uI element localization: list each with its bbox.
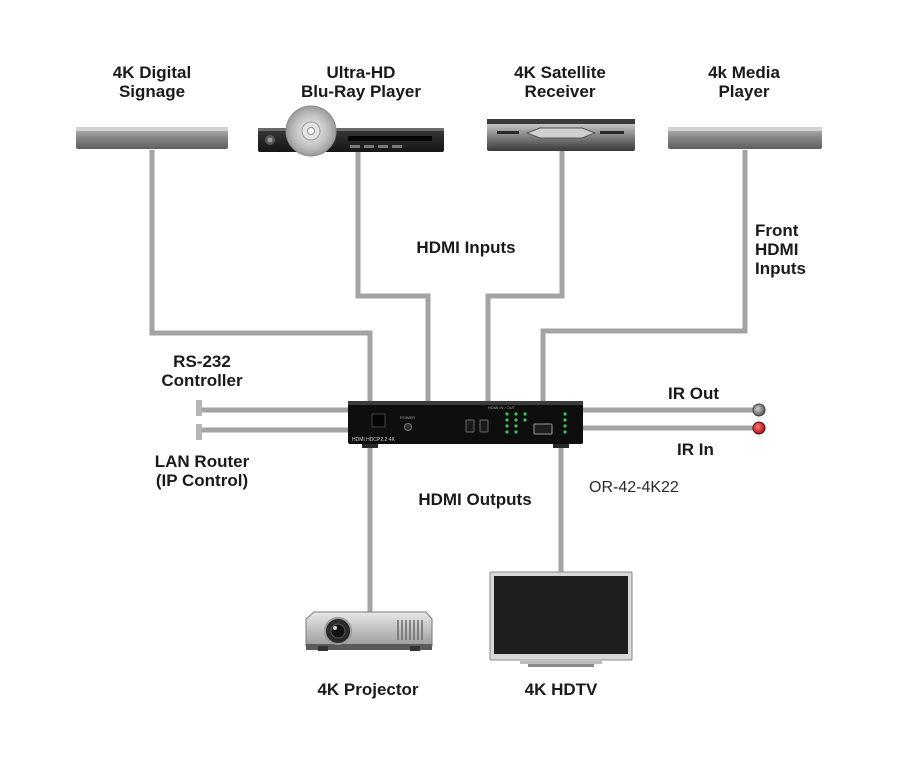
satellite-label: 4K Satellite Receiver bbox=[490, 63, 630, 101]
hdtv-label: 4K HDTV bbox=[524, 680, 598, 699]
cable-media-player-to-device bbox=[540, 150, 748, 415]
front-hdmi-inputs-line1: Front bbox=[755, 221, 799, 240]
bluray-player-device bbox=[258, 105, 444, 157]
cable-signage-to-device bbox=[149, 150, 373, 401]
power-button bbox=[404, 423, 412, 431]
media-player-label: 4k Media Player bbox=[676, 63, 812, 101]
signage-label-line2: Signage bbox=[118, 82, 186, 101]
device-model-label: OR-42-4K22 bbox=[589, 479, 679, 496]
front-hdmi-port bbox=[533, 423, 553, 435]
satellite-label-line1: 4K Satellite bbox=[514, 63, 606, 82]
status-leds bbox=[505, 412, 567, 434]
device-foot-right bbox=[553, 444, 569, 448]
satellite-label-line2: Receiver bbox=[524, 82, 596, 101]
signage-label: 4K Digital Signage bbox=[88, 63, 216, 101]
rs232-label: RS-232 Controller bbox=[146, 352, 258, 390]
tv-screen bbox=[494, 576, 628, 654]
brand-text: HDMI HDCP2.2 4K bbox=[352, 437, 395, 443]
lan-label-line2: (IP Control) bbox=[155, 471, 249, 490]
satellite-receiver-device bbox=[487, 119, 635, 151]
lan-label: LAN Router (IP Control) bbox=[140, 452, 264, 490]
signage-label-line1: 4K Digital bbox=[112, 63, 192, 82]
digital-signage-device bbox=[76, 127, 228, 149]
ir-window bbox=[371, 413, 386, 428]
media-player-label-line1: 4k Media bbox=[708, 63, 780, 82]
cables bbox=[149, 150, 756, 612]
front-hdmi-inputs-label: Front HDMI Inputs bbox=[755, 221, 806, 278]
hdmi-inputs-label: HDMI Inputs bbox=[416, 238, 516, 257]
bluray-label-line1: Ultra-HD bbox=[326, 63, 396, 82]
io-label: HDMI IN / OUT bbox=[488, 405, 516, 410]
media-player-device bbox=[668, 127, 822, 149]
rs232-label-line2: Controller bbox=[161, 371, 243, 390]
cable-bluray-to-device bbox=[355, 150, 431, 401]
bluray-label: Ultra-HD Blu-Ray Player bbox=[286, 63, 436, 101]
projector-device bbox=[305, 611, 433, 651]
lan-label-line1: LAN Router bbox=[154, 452, 250, 471]
rs232-connector-end bbox=[196, 400, 202, 416]
projector-label: 4K Projector bbox=[317, 680, 419, 699]
cable-satellite-to-device bbox=[485, 150, 565, 401]
ir-out-led-icon bbox=[752, 403, 766, 417]
front-hdmi-inputs-line3: Inputs bbox=[755, 259, 806, 278]
lan-connector-end bbox=[196, 424, 202, 440]
ir-out-label: IR Out bbox=[668, 384, 719, 403]
media-player-label-line2: Player bbox=[718, 82, 770, 101]
front-hdmi-inputs-line2: HDMI bbox=[755, 240, 799, 259]
device-foot-left bbox=[362, 444, 378, 448]
ir-in-label: IR In bbox=[677, 440, 714, 459]
rs232-label-line1: RS-232 bbox=[173, 352, 231, 371]
hdmi-outputs-label: HDMI Outputs bbox=[418, 490, 532, 509]
matrix-switch-device: HDMI HDCP2.2 4K POWER HDMI IN / OUT bbox=[348, 401, 583, 444]
hdtv-device bbox=[489, 571, 633, 667]
ir-in-led-icon bbox=[752, 421, 766, 435]
power-label: POWER bbox=[400, 415, 415, 420]
bluray-label-line2: Blu-Ray Player bbox=[301, 82, 421, 101]
